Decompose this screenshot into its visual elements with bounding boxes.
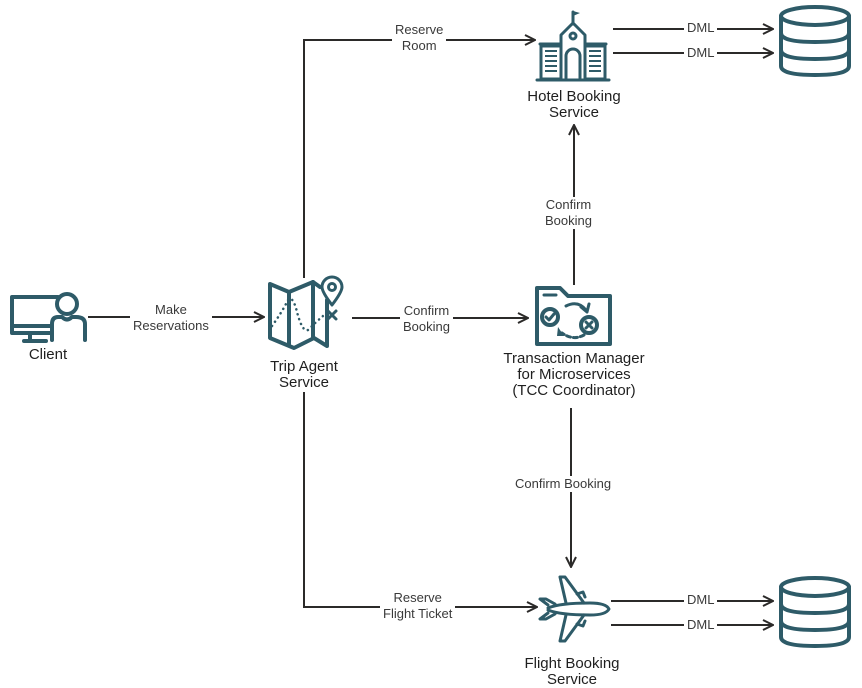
edge-label-line1: Confirm — [403, 303, 450, 318]
airplane-icon — [538, 575, 611, 643]
edge-label-text: DML — [687, 20, 715, 35]
user-at-monitor-icon — [10, 292, 87, 343]
tcc-label-line2: for Microservices — [517, 366, 631, 383]
edge-reserve-flight — [303, 392, 537, 607]
map-route-icon — [268, 275, 344, 350]
edge-label-hotel-dml-1: DML — [684, 20, 718, 36]
tcc-label: Transaction Manager for Microservices (T… — [484, 351, 664, 399]
flight-label: Flight Booking Service — [506, 656, 638, 688]
edge-label-text: DML — [687, 592, 715, 607]
tcc-label-line1: Transaction Manager — [503, 350, 645, 367]
edge-label-line2: Booking — [545, 213, 592, 228]
edge-label-confirm-hotel: Confirm Booking — [542, 197, 595, 229]
hotel-building-icon — [535, 10, 611, 82]
hotel-label-line2: Service — [548, 104, 600, 121]
trip-agent-label-line2: Service — [278, 374, 330, 391]
client-label-text: Client — [28, 346, 68, 363]
edge-label-flight-dml-1: DML — [684, 592, 718, 608]
edge-label-confirm-flight: Confirm Booking — [512, 476, 615, 492]
edge-label-line1: Reserve — [393, 590, 442, 605]
hotel-label: Hotel Booking Service — [508, 89, 640, 121]
edge-label-confirm-tcc: Confirm Booking — [400, 303, 453, 335]
flight-label-line2: Service — [546, 671, 598, 688]
folder-confirm-cancel-icon — [535, 286, 612, 346]
edge-label-flight-dml-2: DML — [684, 617, 718, 633]
edge-label-hotel-dml-2: DML — [684, 45, 718, 61]
edge-label-line1: Confirm — [545, 197, 592, 212]
trip-agent-label: Trip Agent Service — [244, 359, 364, 391]
edge-label-line2: Booking — [403, 319, 450, 334]
edge-label-line2: Flight Ticket — [383, 606, 453, 621]
client-label: Client — [18, 347, 78, 363]
edge-reserve-room — [303, 40, 535, 278]
flight-label-line1: Flight Booking — [524, 655, 620, 672]
edge-label-text: DML — [687, 45, 715, 60]
edge-label-line2: Room — [401, 38, 437, 53]
tcc-label-line3: (TCC Coordinator) — [512, 382, 636, 399]
flight-database-icon — [779, 576, 851, 648]
edge-label-text: DML — [687, 617, 715, 632]
edge-label-line2: Reservations — [133, 318, 209, 333]
hotel-database-icon — [779, 5, 851, 77]
edge-label-line1: Reserve — [395, 22, 444, 37]
edge-label-line1: Make — [155, 302, 187, 317]
trip-agent-label-line1: Trip Agent — [270, 358, 338, 375]
hotel-label-line1: Hotel Booking — [527, 88, 621, 105]
edge-label-text: Confirm Booking — [515, 476, 612, 491]
edge-label-make-reservations: Make Reservations — [130, 302, 212, 334]
edge-label-reserve-flight: Reserve Flight Ticket — [380, 590, 456, 622]
edge-label-reserve-room: Reserve Room — [392, 22, 447, 54]
